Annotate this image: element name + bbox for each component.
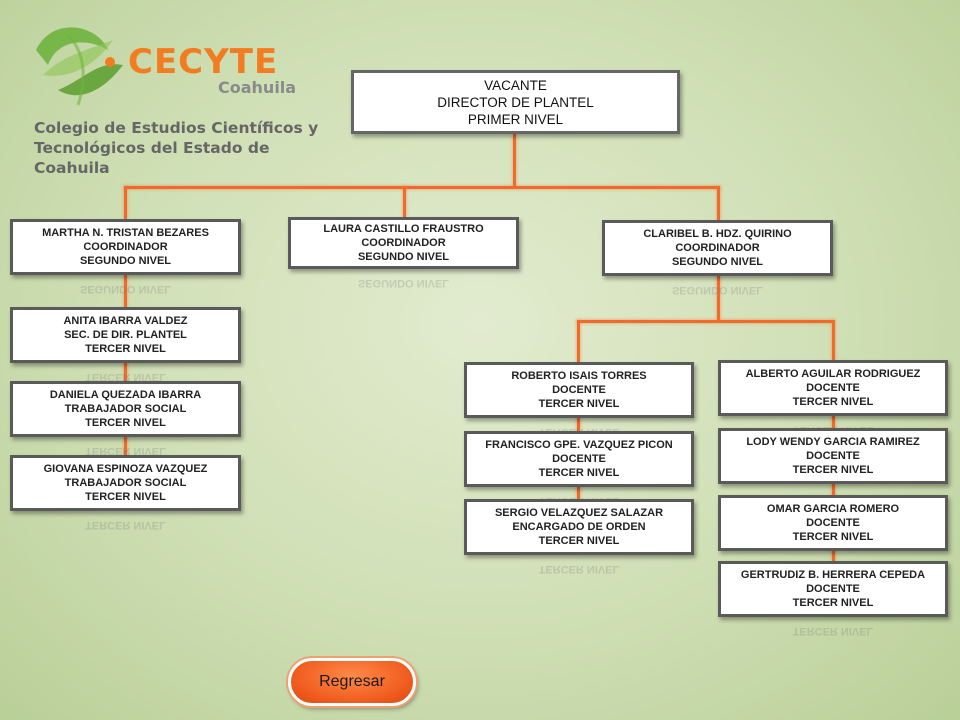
org-node-order-1: SERGIO VELAZQUEZ SALAZAR ENCARGADO DE ORD… xyxy=(464,499,694,555)
node-role: ENCARGADO DE ORDEN xyxy=(512,521,646,533)
connector-vertical xyxy=(832,320,835,360)
org-node-teacher-2: FRANCISCO GPE. VAZQUEZ PICON DOCENTE TERCE… xyxy=(464,431,694,487)
node-level: TERCER NIVEL xyxy=(792,597,874,609)
node-level: SEGUNDO NIVEL xyxy=(671,256,764,268)
org-node-teacher-1: ROBERTO ISAIS TORRES DOCENTE TERCER NIVEL xyxy=(464,362,694,418)
connector-vertical xyxy=(717,276,720,321)
node-level: TERCER NIVEL xyxy=(792,531,874,543)
node-name: GIOVANA ESPINOZA VAZQUEZ xyxy=(43,463,208,475)
node-level: SEGUNDO NIVEL xyxy=(357,251,450,263)
node-role: DOCENTE xyxy=(806,450,860,462)
logo-name: CECYTE xyxy=(128,42,279,82)
node-name: OMAR GARCIA ROMERO xyxy=(766,503,900,515)
node-reflection: TERCER NIVEL xyxy=(538,565,620,575)
node-role: SEC. DE DIR. PLANTEL xyxy=(64,329,187,341)
node-role: COORDINADOR xyxy=(675,242,760,254)
org-node-staff-2: DANIELA QUEZADA IBARRA TRABAJADOR SOCIAL T… xyxy=(10,381,241,437)
node-role: DOCENTE xyxy=(552,384,606,396)
connector-vertical xyxy=(403,186,406,217)
logo-description-line: Colegio de Estudios Científicos y xyxy=(34,119,319,137)
org-node-teacher-4: LODY WENDY GARCIA RAMIREZ DOCENTE TERCER N… xyxy=(718,428,948,484)
node-reflection: TERCER NIVEL xyxy=(792,627,874,637)
node-level: PRIMER NIVEL xyxy=(467,111,564,127)
logo-description: Colegio de Estudios Científicos y Tecnol… xyxy=(34,118,334,178)
org-node-teacher-5: OMAR GARCIA ROMERO DOCENTE TERCER NIVEL xyxy=(718,495,948,551)
node-role: TRABAJADOR SOCIAL xyxy=(64,477,187,489)
connector-vertical xyxy=(124,186,127,219)
node-name: ALBERTO AGUILAR RODRIGUEZ xyxy=(745,368,921,380)
node-name: CLARIBEL B. HDZ. QUIRINO xyxy=(643,228,792,240)
org-node-teacher-6: GERTRUDIZ B. HERRERA CEPEDA DOCENTE TERCER… xyxy=(718,561,948,617)
cecyte-emblem-icon xyxy=(36,27,123,106)
cecyte-logo: CECYTE Coahuila Colegio de Estudios Cien… xyxy=(28,20,328,177)
node-name: FRANCISCO GPE. VAZQUEZ PICON xyxy=(485,439,673,451)
org-node-staff-3: GIOVANA ESPINOZA VAZQUEZ TRABAJADOR SOCIA… xyxy=(10,455,241,511)
node-role: TRABAJADOR SOCIAL xyxy=(64,403,187,415)
node-name: ROBERTO ISAIS TORRES xyxy=(511,370,647,382)
node-level: TERCER NIVEL xyxy=(538,467,620,479)
org-node-coord-3: CLARIBEL B. HDZ. QUIRINO COORDINADOR SEGUN… xyxy=(602,220,833,276)
node-level: TERCER NIVEL xyxy=(792,464,874,476)
node-level: TERCER NIVEL xyxy=(85,491,166,503)
logo-region: Coahuila xyxy=(218,78,297,97)
node-level: TERCER NIVEL xyxy=(792,396,874,408)
node-reflection: SEGUNDO NIVEL xyxy=(79,285,172,295)
node-role: COORDINADOR xyxy=(83,241,168,253)
node-role: DOCENTE xyxy=(806,382,860,394)
node-name: GERTRUDIZ B. HERRERA CEPEDA xyxy=(740,569,926,581)
node-name: DANIELA QUEZADA IBARRA xyxy=(49,389,202,401)
node-name: VACANTE xyxy=(484,77,547,93)
logo-description-line: Tecnológicos del Estado de Coahuila xyxy=(34,139,270,177)
node-role: DOCENTE xyxy=(806,583,860,595)
node-role: DIRECTOR DE PLANTEL xyxy=(437,94,594,110)
org-node-coord-1: MARTHA N. TRISTAN BEZARES COORDINADOR SEGU… xyxy=(10,219,241,275)
node-level: SEGUNDO NIVEL xyxy=(79,255,172,267)
node-reflection: SEGUNDO NIVEL xyxy=(357,279,450,289)
connector-horizontal xyxy=(124,186,720,189)
node-name: SERGIO VELAZQUEZ SALAZAR xyxy=(494,507,664,519)
org-node-coord-2: LAURA CASTILLO FRAUSTRO COORDINADOR SEGUND… xyxy=(288,217,519,269)
connector-vertical xyxy=(577,320,580,362)
node-reflection: SEGUNDO NIVEL xyxy=(671,286,764,296)
node-name: LAURA CASTILLO FRAUSTRO xyxy=(323,223,484,235)
node-level: TERCER NIVEL xyxy=(85,343,166,355)
node-role: DOCENTE xyxy=(552,453,606,465)
connector-horizontal xyxy=(577,320,834,323)
org-node-staff-1: ANITA IBARRA VALDEZ SEC. DE DIR. PLANTEL T… xyxy=(10,307,241,363)
node-role: COORDINADOR xyxy=(361,237,446,249)
node-reflection: TERCER NIVEL xyxy=(85,521,166,531)
node-level: TERCER NIVEL xyxy=(538,398,620,410)
node-name: LODY WENDY GARCIA RAMIREZ xyxy=(746,436,920,448)
node-level: TERCER NIVEL xyxy=(85,417,166,429)
connector-vertical xyxy=(832,416,835,561)
node-name: ANITA IBARRA VALDEZ xyxy=(63,315,188,327)
connector-vertical xyxy=(124,275,127,455)
node-name: MARTHA N. TRISTAN BEZARES xyxy=(42,227,209,239)
connector-vertical xyxy=(513,134,516,187)
node-role: DOCENTE xyxy=(806,517,860,529)
connector-vertical xyxy=(717,186,720,220)
org-node-teacher-3: ALBERTO AGUILAR RODRIGUEZ DOCENTE TERCER N… xyxy=(718,360,948,416)
node-level: TERCER NIVEL xyxy=(538,535,620,547)
back-button[interactable]: Regresar xyxy=(288,658,416,706)
